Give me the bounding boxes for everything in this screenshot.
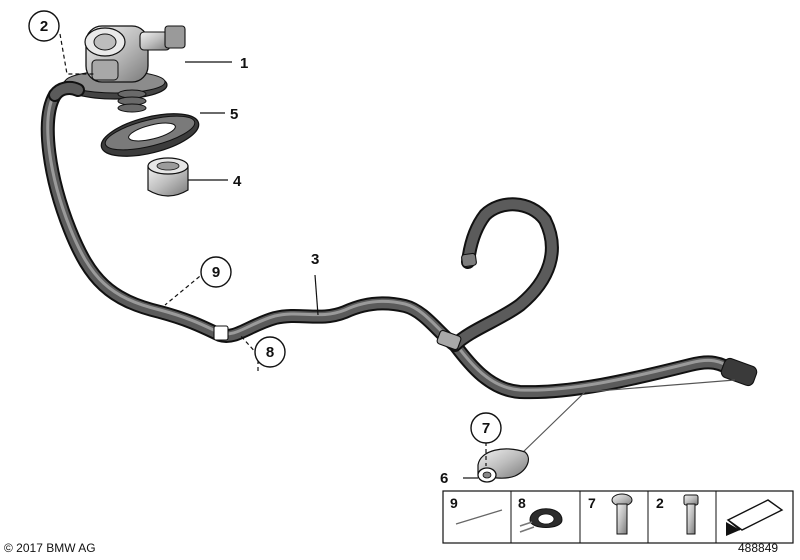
- callout-4: 4: [233, 173, 242, 190]
- legend-item-8: 8: [518, 495, 563, 533]
- svg-text:8: 8: [266, 344, 274, 361]
- svg-text:1: 1: [240, 55, 248, 72]
- pump-spring: [117, 89, 147, 113]
- fuel-feed-line: [40, 80, 742, 400]
- sealing-ring: [100, 113, 200, 157]
- callout-6: 6: [440, 470, 448, 487]
- legend-item-2: 2: [656, 494, 699, 535]
- svg-text:3: 3: [311, 251, 319, 268]
- svg-text:7: 7: [482, 420, 490, 437]
- svg-text:4: 4: [233, 173, 242, 190]
- bracket-wire: [519, 379, 736, 456]
- svg-text:8: 8: [518, 495, 526, 511]
- callout-7: 7: [470, 412, 502, 444]
- svg-text:9: 9: [450, 495, 458, 511]
- svg-text:2: 2: [40, 18, 48, 35]
- roller-tappet: [147, 157, 189, 197]
- callout-1: 1: [240, 55, 248, 72]
- line-connectors: [213, 252, 758, 387]
- holding-clip: [477, 448, 529, 483]
- legend-item-7: 7: [588, 493, 633, 535]
- orientation-arrow-icon: [726, 499, 784, 536]
- svg-text:7: 7: [588, 495, 596, 511]
- callout-3: 3: [311, 251, 319, 268]
- svg-text:9: 9: [212, 264, 220, 281]
- callout-9: 9: [200, 256, 232, 288]
- parts-legend: 9 8 7 2: [442, 490, 794, 544]
- callout-5: 5: [230, 106, 238, 123]
- callout-2: 2: [28, 10, 60, 42]
- callout-8: 8: [254, 336, 286, 368]
- copyright-text: © 2017 BMW AG: [4, 541, 96, 555]
- legend-item-9: 9: [450, 495, 503, 525]
- leader-lines: [59, 33, 487, 479]
- svg-text:2: 2: [656, 495, 664, 511]
- diagram-number: 488849: [738, 541, 779, 555]
- svg-text:5: 5: [230, 106, 238, 123]
- high-pressure-pump: [62, 25, 186, 113]
- svg-text:6: 6: [440, 470, 448, 487]
